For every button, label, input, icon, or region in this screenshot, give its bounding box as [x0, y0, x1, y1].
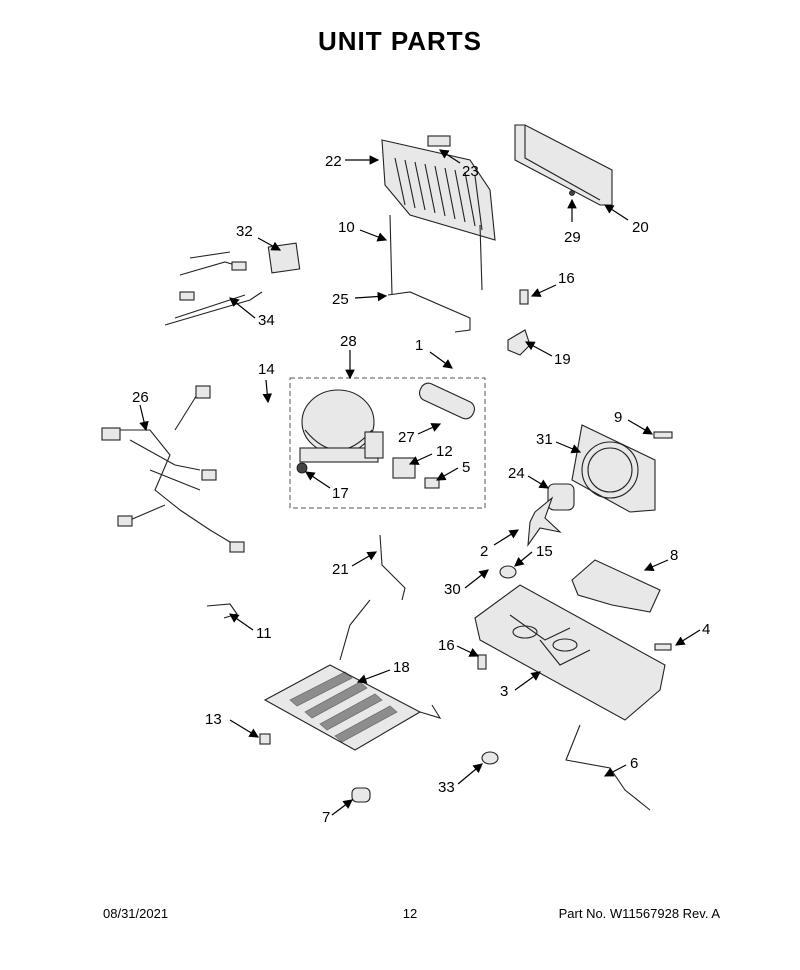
defrost-drain-tube [379, 534, 406, 601]
filter-drier [418, 382, 476, 420]
fan-motor [547, 483, 575, 511]
wire-harness-main [101, 385, 245, 553]
footer-date: 08/31/2021 [103, 906, 169, 921]
footer-part-number: Part No. W11567928 Rev. A [558, 906, 720, 921]
callout-arrows [139, 149, 701, 816]
callout-24: 24 [508, 465, 525, 482]
callout-15: 15 [536, 543, 553, 560]
callout-1: 1 [415, 337, 423, 354]
wire-clip [259, 733, 271, 745]
callout-5: 5 [462, 459, 470, 476]
footer-page-number: 12 [402, 906, 418, 921]
callout-31: 31 [536, 431, 553, 448]
compressor [296, 389, 384, 474]
evaporator-coil [381, 135, 496, 333]
callout-32: 32 [236, 223, 253, 240]
callout-16-lower: 16 [438, 637, 455, 654]
grommet [351, 787, 371, 803]
callout-3: 3 [500, 683, 508, 700]
compressor-bracket [571, 559, 661, 613]
callout-34: 34 [258, 312, 275, 329]
condenser-coil [263, 599, 442, 751]
callout-22: 22 [325, 153, 342, 170]
callout-26: 26 [132, 389, 149, 406]
machine-compartment-base [474, 584, 666, 721]
page-title: UNIT PARTS [317, 26, 483, 56]
callout-8: 8 [670, 547, 678, 564]
callout-23: 23 [462, 163, 479, 180]
callout-19: 19 [554, 351, 571, 368]
callout-6: 6 [630, 755, 638, 772]
callout-30: 30 [444, 581, 461, 598]
compressor-grommet [499, 565, 517, 579]
callout-27: 27 [398, 429, 415, 446]
callout-labels: 22 23 20 29 10 25 16 19 32 34 28 1 14 26… [132, 153, 710, 826]
callout-25: 25 [332, 291, 349, 308]
callout-18: 18 [393, 659, 410, 676]
fan-blade [527, 496, 562, 547]
screw [477, 289, 673, 670]
callout-2: 2 [480, 543, 488, 560]
callout-20: 20 [632, 219, 649, 236]
callout-16-upper: 16 [558, 270, 575, 287]
callout-7: 7 [322, 809, 330, 826]
callout-9: 9 [614, 409, 622, 426]
callout-12: 12 [436, 443, 453, 460]
callout-14: 14 [258, 361, 275, 378]
thermal-fuse [481, 751, 499, 765]
callout-11: 11 [256, 625, 272, 642]
wire-harness-upper [164, 242, 301, 326]
callout-10: 10 [338, 219, 355, 236]
start-relay [392, 457, 440, 489]
callout-17: 17 [332, 485, 349, 502]
evaporator-cover [514, 124, 613, 206]
compressor-assembly-box [289, 377, 486, 509]
callout-33: 33 [438, 779, 455, 796]
callout-13: 13 [205, 711, 222, 728]
fan-shroud [571, 424, 656, 513]
callout-29: 29 [564, 229, 581, 246]
callout-4: 4 [702, 621, 710, 638]
callout-28: 28 [340, 333, 357, 350]
callout-21: 21 [332, 561, 349, 578]
